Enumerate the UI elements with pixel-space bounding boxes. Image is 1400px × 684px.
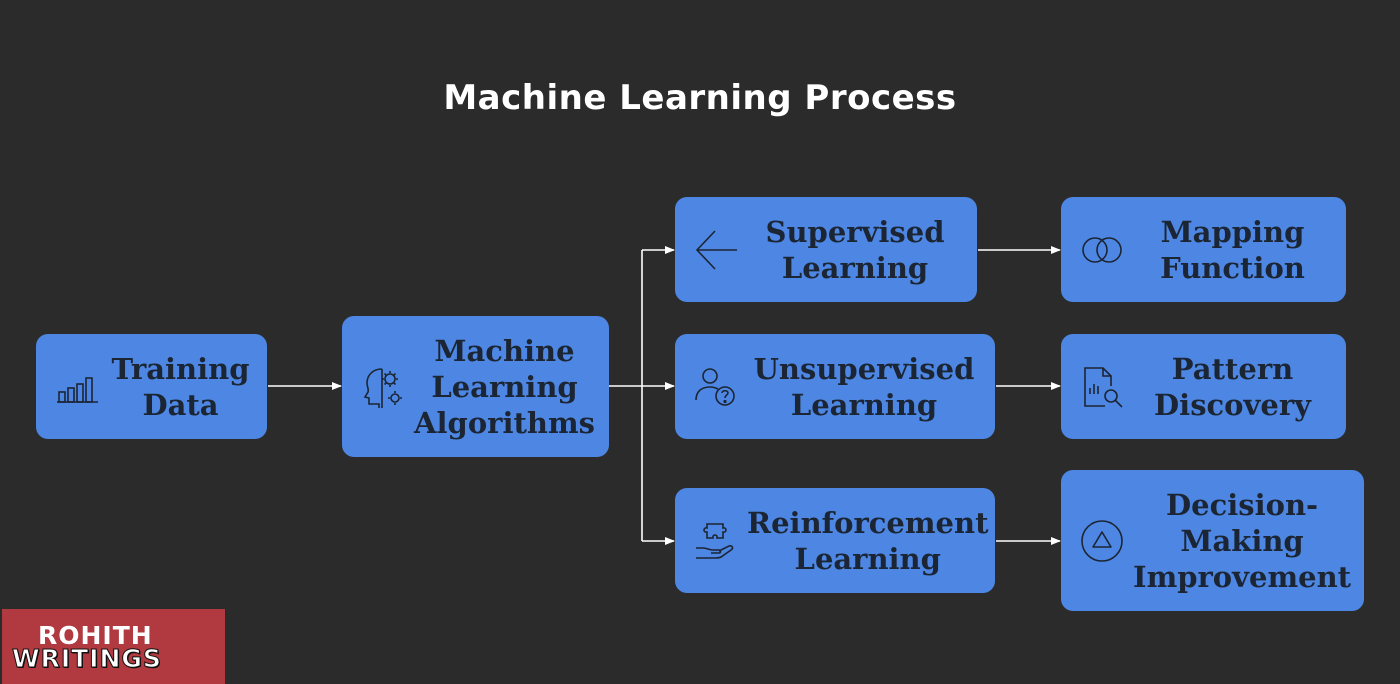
node-label: Unsupervised Learning — [753, 351, 975, 422]
node-label: Training Data — [111, 351, 250, 422]
node-supervised-learning: Supervised Learning — [675, 197, 977, 302]
head-gears-icon — [360, 364, 406, 410]
overlapping-circles-icon — [1079, 227, 1125, 273]
brand-line-2: WRITINGS — [12, 643, 162, 673]
person-question-icon — [693, 364, 739, 410]
node-label: Mapping Function — [1160, 214, 1305, 285]
brand-line-1: ROHITH — [38, 620, 153, 650]
node-label: Machine Learning Algorithms — [414, 333, 595, 440]
document-search-icon — [1079, 364, 1125, 410]
node-label: Pattern Discovery — [1154, 351, 1311, 422]
hand-puzzle-icon — [693, 518, 739, 564]
node-label: Decision- Making Improvement — [1133, 487, 1352, 594]
triangle-circle-icon — [1079, 518, 1125, 564]
node-reinforcement-learning: Reinforcement Learning — [675, 488, 995, 593]
node-label: Reinforcement Learning — [747, 505, 989, 576]
node-label: Supervised Learning — [765, 214, 945, 285]
arrow-left-icon — [693, 227, 739, 273]
node-unsupervised-learning: Unsupervised Learning — [675, 334, 995, 439]
node-pattern-discovery: Pattern Discovery — [1061, 334, 1346, 439]
brand-logo: ROHITH WRITINGS — [2, 609, 225, 684]
node-training-data: Training Data — [36, 334, 267, 439]
node-mapping-function: Mapping Function — [1061, 197, 1346, 302]
node-decision-making-improvement: Decision- Making Improvement — [1061, 470, 1364, 611]
diagram-title: Machine Learning Process — [443, 78, 957, 118]
bar-chart-icon — [54, 364, 100, 410]
node-ml-algorithms: Machine Learning Algorithms — [342, 316, 609, 457]
